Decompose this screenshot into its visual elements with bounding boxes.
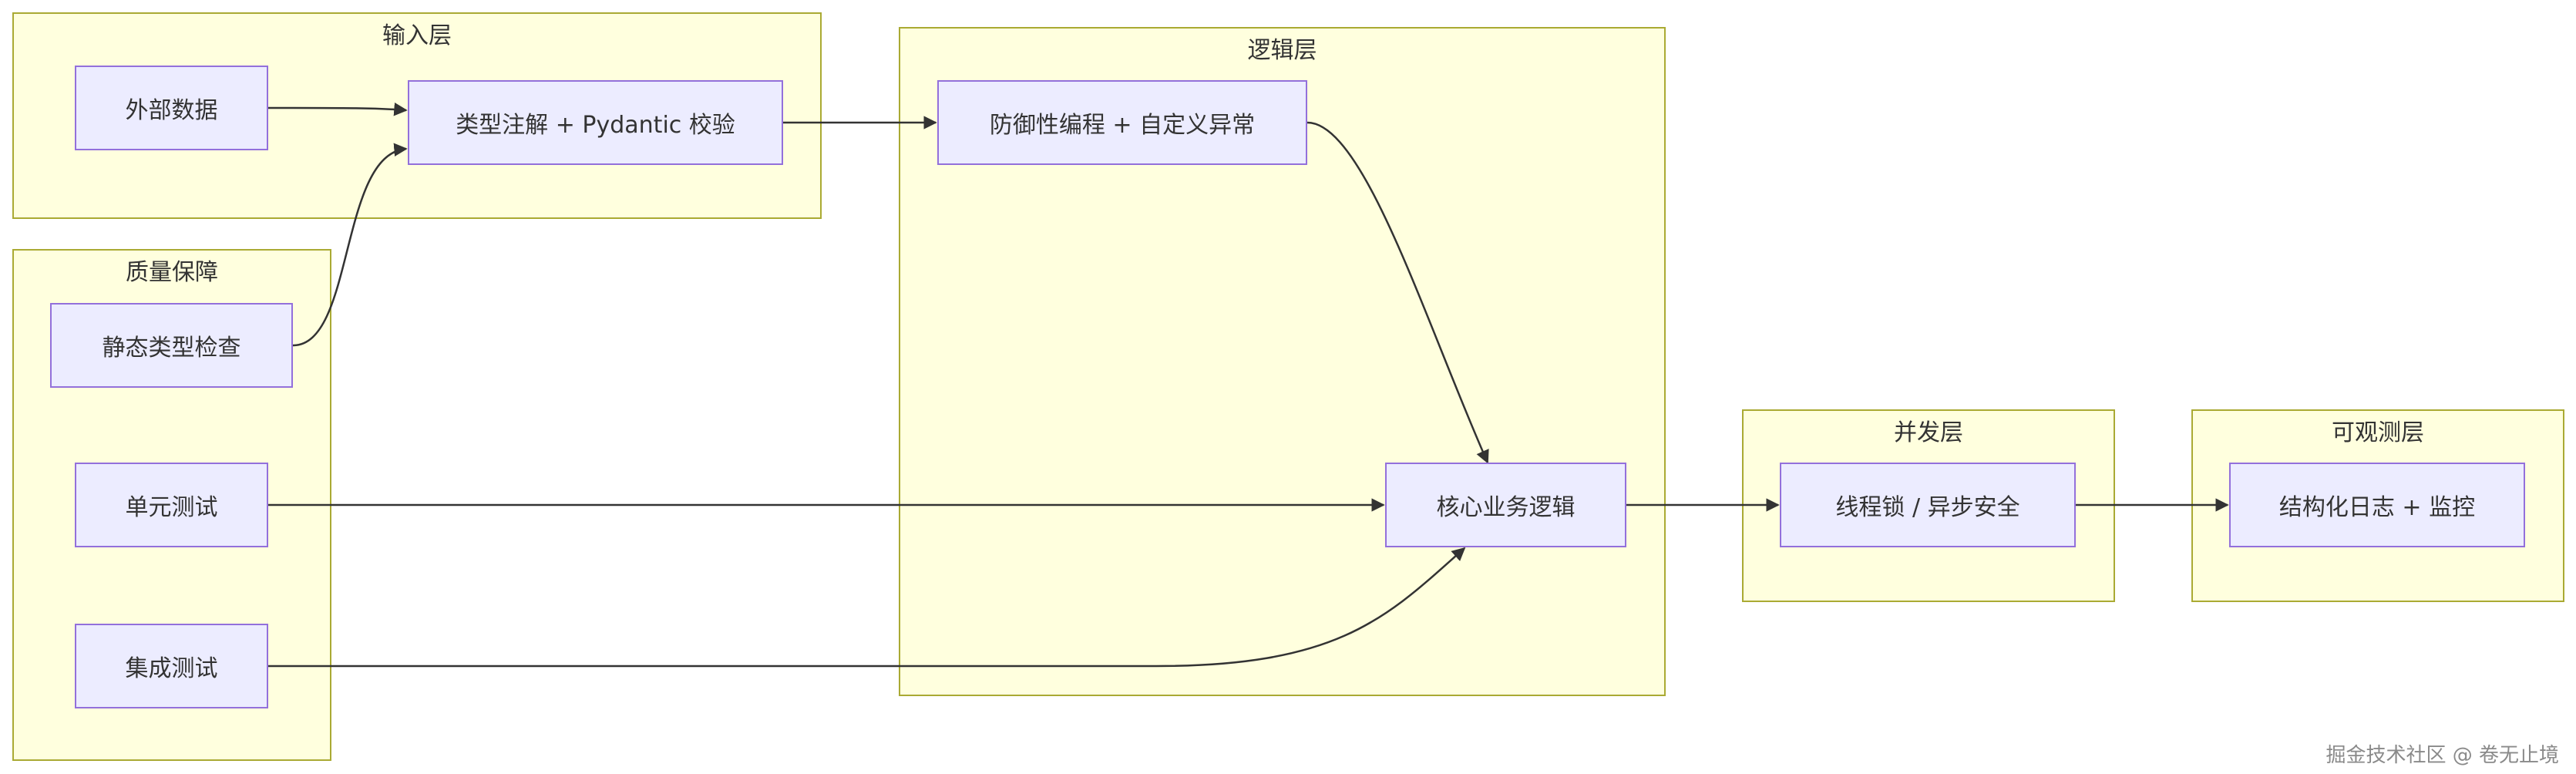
watermark: 掘金技术社区 @ 卷无止境 [2325,744,2559,767]
group-quality-title: 质量保障 [126,259,218,286]
node-structured-logging[interactable]: 结构化日志 + 监控 [2229,463,2525,547]
group-observability-title: 可观测层 [2332,419,2424,446]
node-defensive-programming[interactable]: 防御性编程 + 自定义异常 [937,80,1307,165]
group-concurrency-title: 并发层 [1894,419,1963,446]
node-type-annotation[interactable]: 类型注解 + Pydantic 校验 [408,80,783,165]
node-integration-test[interactable]: 集成测试 [75,624,268,708]
node-external-data[interactable]: 外部数据 [75,66,268,150]
group-input-title: 输入层 [382,22,452,49]
node-core-business-logic[interactable]: 核心业务逻辑 [1385,463,1626,547]
node-static-type-check[interactable]: 静态类型检查 [50,303,293,388]
node-unit-test[interactable]: 单元测试 [75,463,268,547]
node-thread-lock[interactable]: 线程锁 / 异步安全 [1780,463,2076,547]
group-logic-title: 逻辑层 [1247,37,1317,64]
